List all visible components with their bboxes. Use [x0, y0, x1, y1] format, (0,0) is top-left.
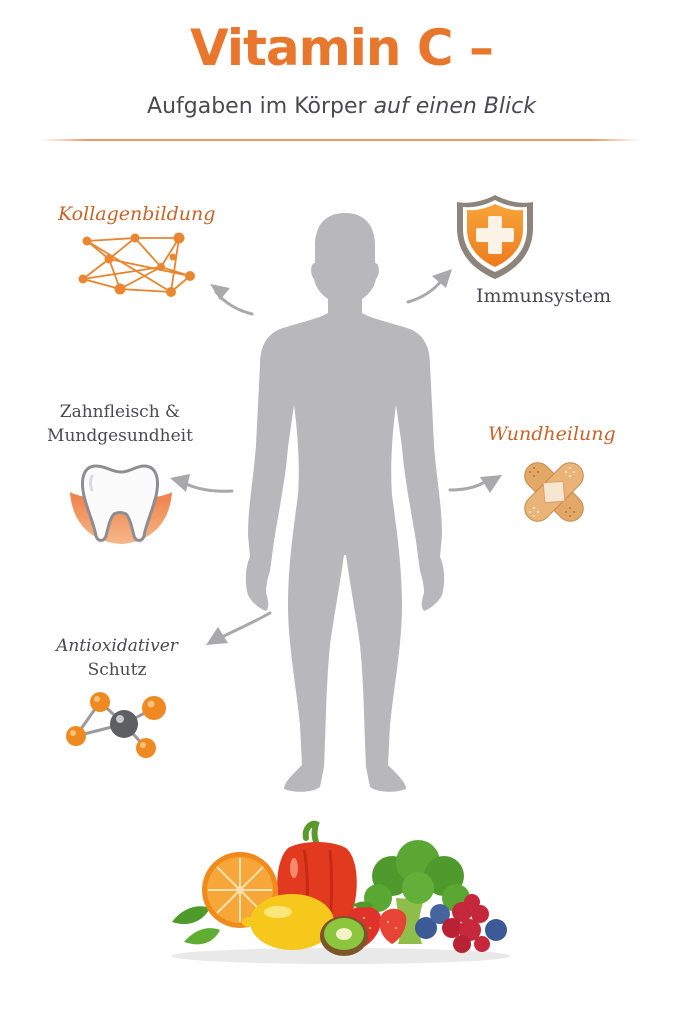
label-antioxidativ-line1: Antioxidativer: [56, 636, 178, 656]
subtitle-italic: auf einen Blick: [373, 94, 536, 119]
arrow-to-antioxidativ-icon: [206, 611, 272, 645]
label-wundheilung: Wundheilung: [488, 423, 616, 445]
arrow-to-zahnfleisch-icon: [170, 474, 234, 493]
shield-cross-icon: [457, 195, 533, 279]
bandage-cross-icon: [524, 462, 584, 522]
arrow-to-kollagen-icon: [210, 284, 254, 316]
molecule-icon: [66, 692, 166, 758]
label-antioxidativ: Antioxidativer Schutz: [42, 634, 192, 682]
page-title: Vitamin C –: [190, 19, 494, 77]
arrow-to-wundheilung-icon: [448, 475, 502, 493]
header-divider: [40, 139, 640, 141]
vitamin-c-foods-illustration: [171, 820, 511, 964]
label-zahnfleisch-line1: Zahnfleisch &: [59, 402, 181, 422]
arrow-to-immunsystem-icon: [406, 269, 452, 304]
label-kollagenbildung: Kollagenbildung: [58, 203, 216, 225]
label-zahnfleisch: Zahnfleisch & Mundgesundheit: [30, 400, 210, 448]
label-zahnfleisch-line2: Mundgesundheit: [47, 426, 193, 446]
tooth-gum-icon: [70, 464, 172, 544]
collagen-network-icon: [78, 232, 195, 297]
page-subtitle: Aufgaben im Körper auf einen Blick: [0, 92, 683, 122]
subtitle-regular: Aufgaben im Körper: [147, 94, 374, 119]
label-immunsystem: Immunsystem: [476, 285, 612, 307]
human-body-silhouette-icon: [240, 205, 450, 795]
label-antioxidativ-line2: Schutz: [87, 660, 147, 680]
